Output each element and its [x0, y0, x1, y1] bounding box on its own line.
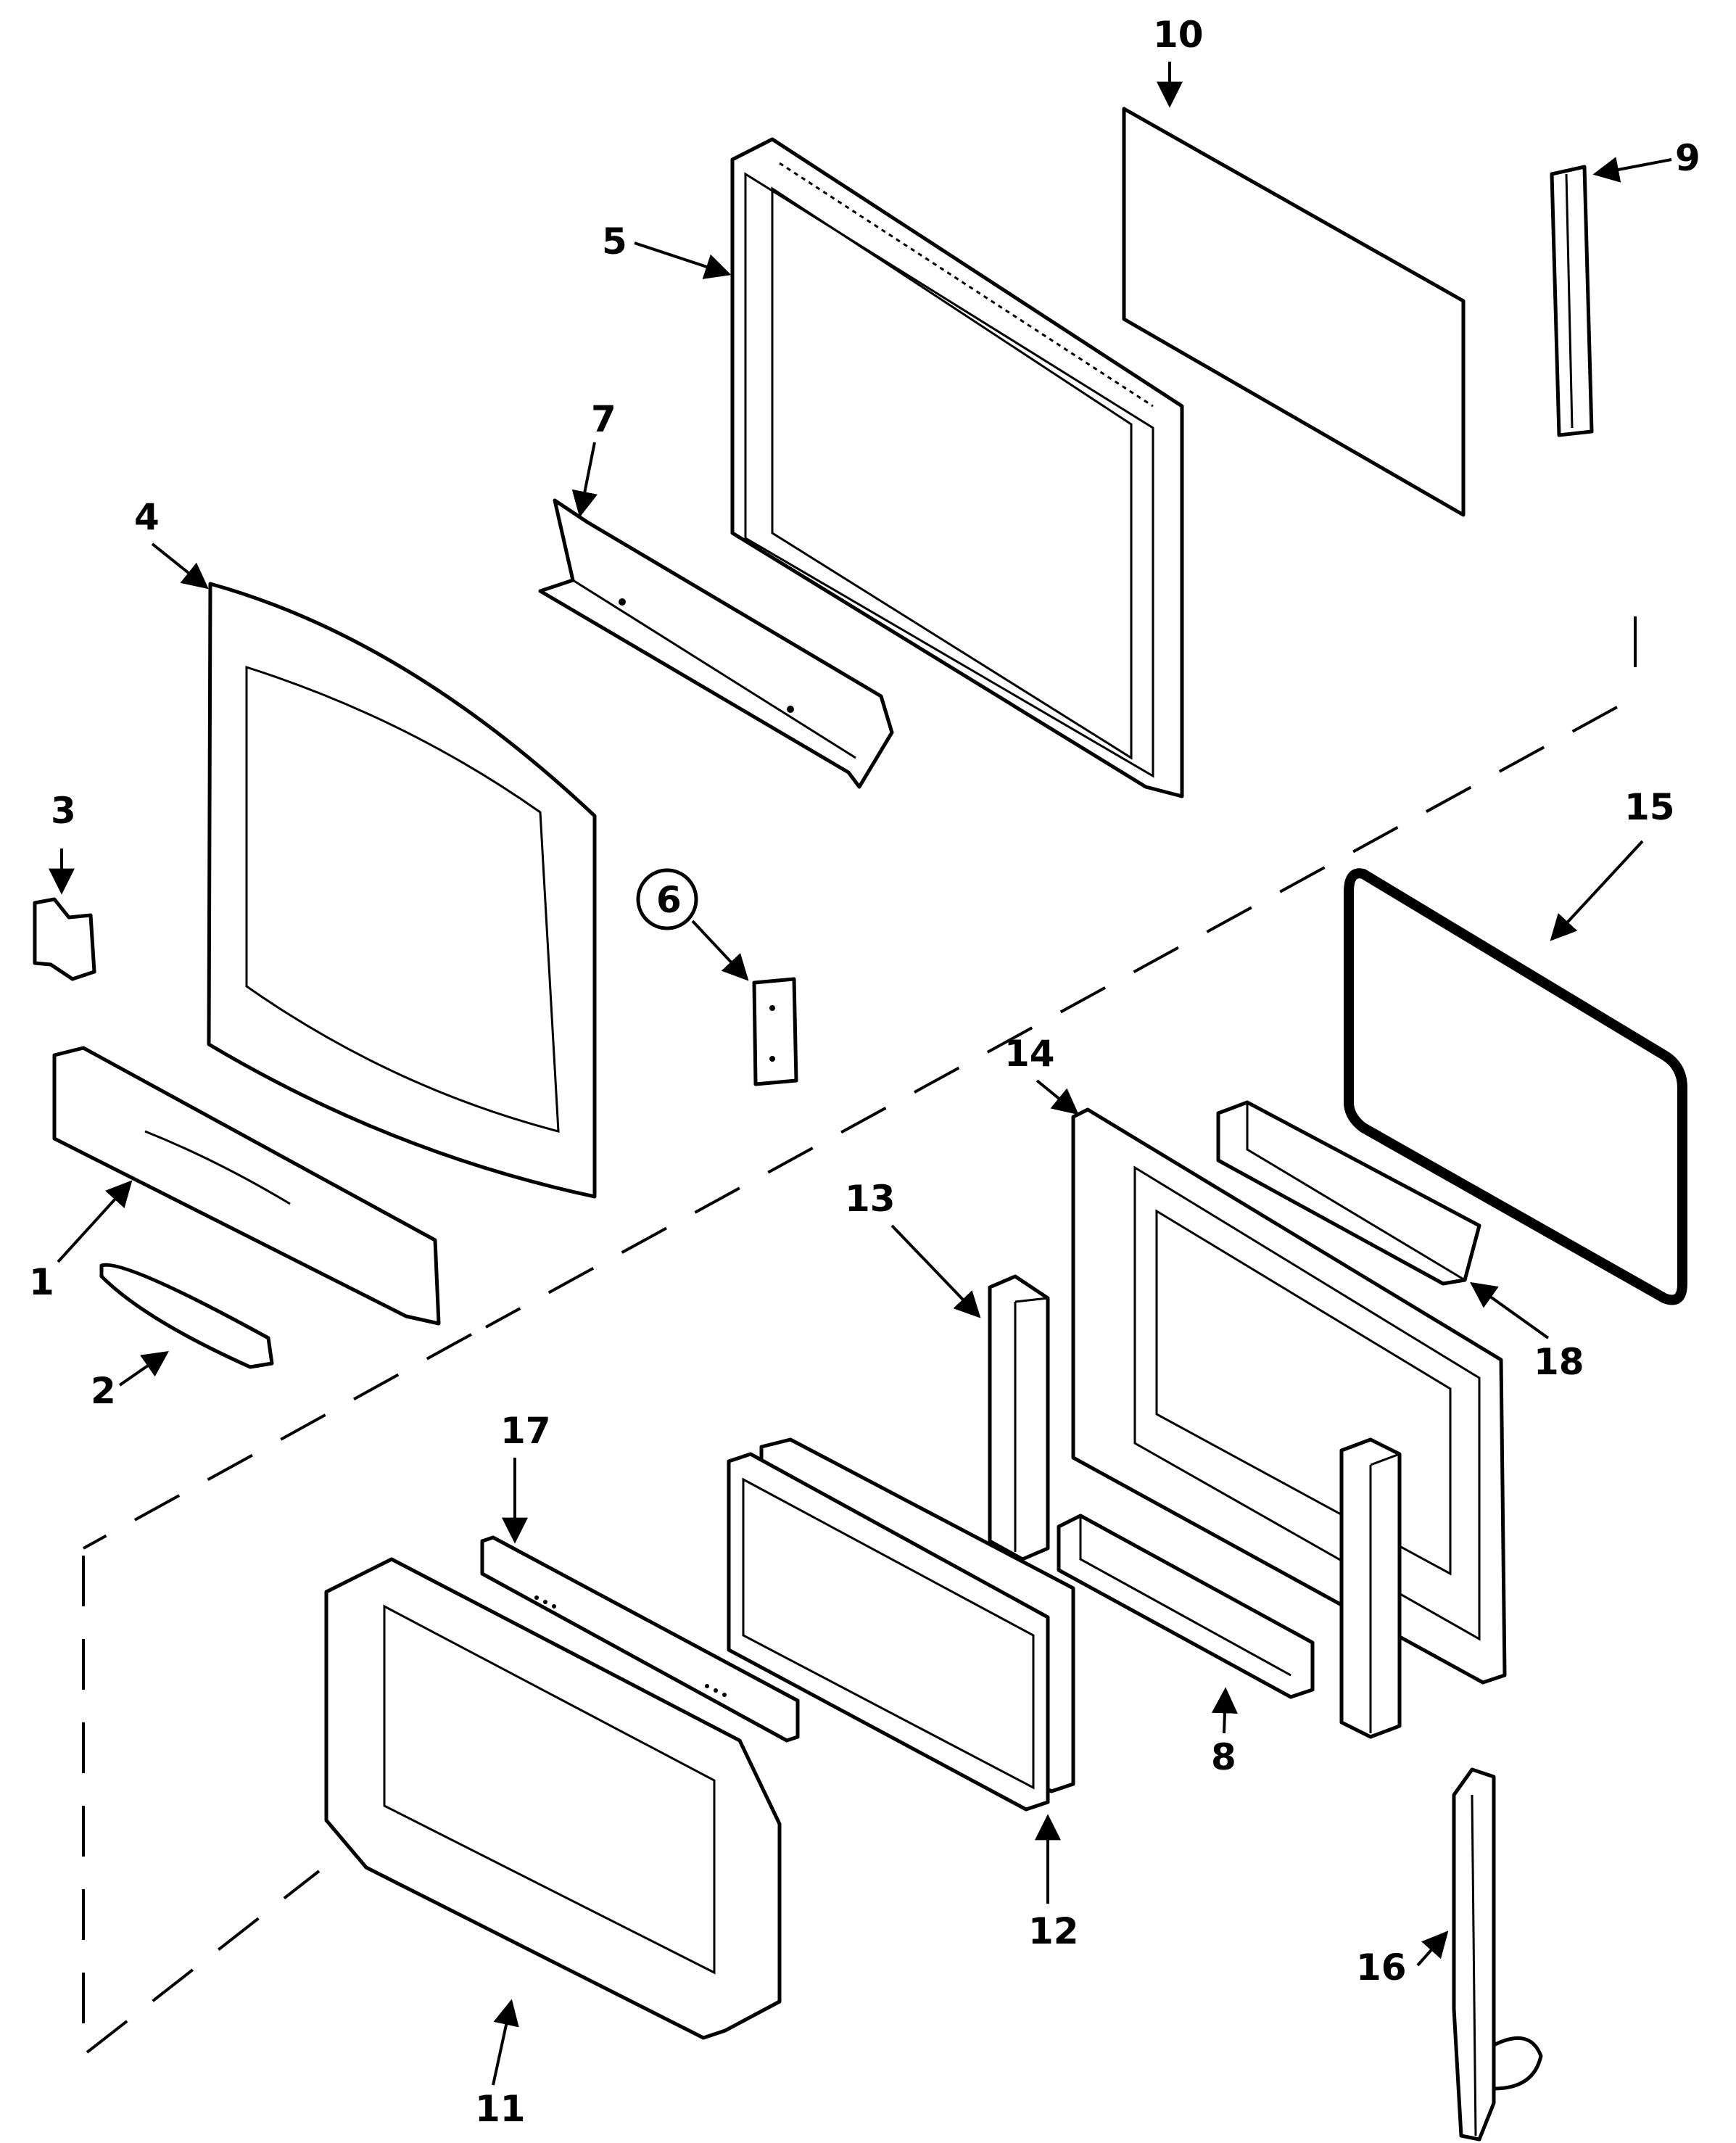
callout-12: 12 — [1028, 1910, 1079, 1952]
callout-4: 4 — [134, 496, 160, 538]
part-5-door-frame — [730, 137, 1184, 798]
callout-9: 9 — [1675, 137, 1700, 179]
part-15-gasket — [1344, 868, 1687, 1305]
part-2-handle-insert — [99, 1263, 274, 1369]
dashed-assembly-lines — [82, 616, 1637, 2056]
part-8-insulation-block-lower — [1057, 1514, 1315, 1699]
callout-17: 17 — [500, 1410, 551, 1452]
callout-8: 8 — [1211, 1736, 1236, 1778]
callout-labels: 10 9 5 7 4 3 6 15 14 13 1 18 2 17 8 12 1… — [29, 14, 1700, 2130]
part-9-hinge-bracket — [1550, 165, 1594, 437]
part-16-hinge — [1452, 1767, 1543, 2142]
part-insulation-column-right — [1339, 1437, 1402, 1739]
part-7-channel — [538, 498, 894, 789]
part-4-outer-door-panel — [207, 582, 597, 1199]
callout-16: 16 — [1356, 1946, 1407, 1989]
callout-leaders — [49, 62, 1672, 2086]
part-18-insulation-block — [1216, 1100, 1481, 1286]
part-12-glass-pack — [727, 1437, 1075, 1812]
part-6-small-bracket — [636, 868, 798, 1086]
callout-5: 5 — [602, 220, 627, 263]
callout-1: 1 — [29, 1261, 54, 1303]
part-1-handle-trim — [52, 1046, 441, 1326]
callout-15: 15 — [1624, 786, 1675, 828]
callout-11: 11 — [475, 2088, 526, 2130]
part-11-outer-frame — [324, 1557, 782, 2040]
callout-3: 3 — [51, 790, 76, 832]
part-10-glass-panel — [1122, 107, 1466, 517]
callout-7: 7 — [591, 398, 616, 440]
part-17-strip — [480, 1535, 800, 1743]
part-3-clip — [33, 897, 96, 981]
callout-6: 6 — [656, 879, 682, 921]
part-13-insulation-column — [988, 1274, 1050, 1561]
callout-10: 10 — [1153, 14, 1204, 56]
callout-2: 2 — [91, 1370, 116, 1412]
callout-14: 14 — [1004, 1033, 1055, 1075]
callout-13: 13 — [845, 1178, 896, 1220]
callout-18: 18 — [1534, 1341, 1584, 1383]
